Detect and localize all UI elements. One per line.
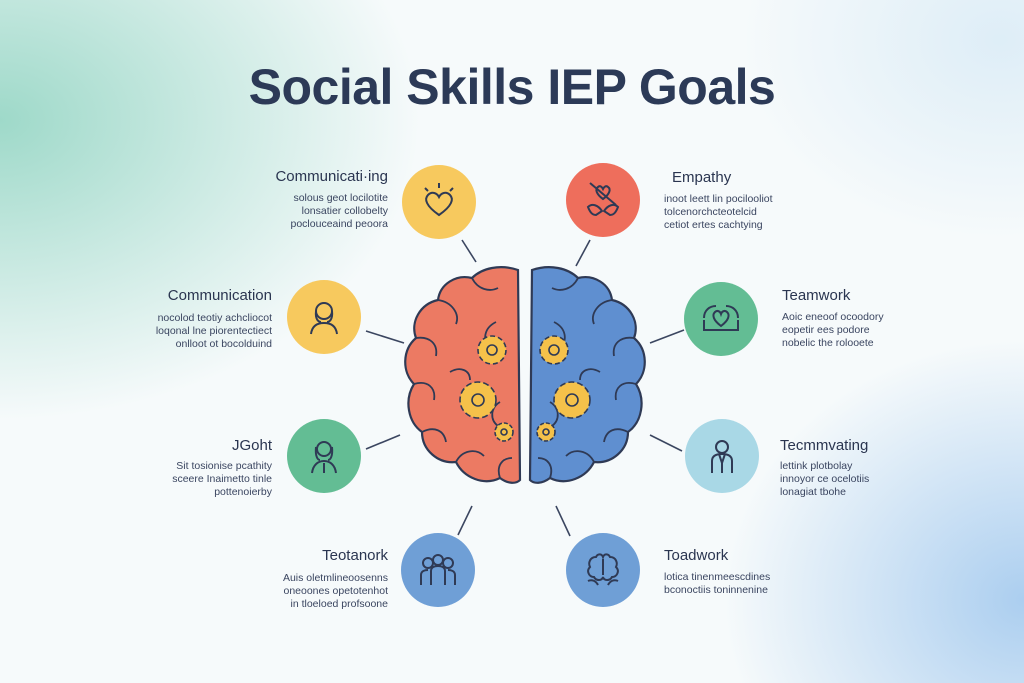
gear-5 [553,381,591,419]
heart-sun-icon [402,165,476,239]
brain-left-hemisphere [404,266,522,484]
item-label-tecmmvating: Tecmmvating [780,437,869,454]
item-label-communication: Communication [167,287,272,304]
item-label-toadwork: Toadwork [664,547,729,564]
item-label-teamwork: Teamwork [782,287,851,304]
woman-icon [287,419,361,493]
presenter-icon [685,419,759,493]
group-icon [401,533,475,607]
brain-gears [459,335,591,442]
connector-line-7 [649,434,683,452]
connector-line-5 [575,239,591,267]
connector-line-6 [649,329,685,344]
gear-3 [494,422,514,442]
gear-6 [536,422,556,442]
connector-line-1 [461,239,477,263]
gear-2 [459,381,497,419]
brain-diagram [404,266,646,484]
gear-1 [477,335,507,365]
handshake-heart-icon [684,282,758,356]
connector-line-2 [365,330,405,344]
person-icon [287,280,361,354]
brain-hands-icon [566,533,640,607]
gear-4 [539,335,569,365]
page-title: Social Skills IEP Goals [248,59,776,115]
brain-right-hemisphere [528,266,646,484]
connector-line-4 [457,505,473,536]
item-label-teotanork: Teotanork [322,547,388,564]
hands-heart-icon [566,163,640,237]
item-label-empathy: Empathy [672,169,732,186]
item-label-jgoht: JGoht [231,437,272,454]
connector-line-8 [555,505,571,537]
item-label-communicating: Communicati·ing [275,168,388,185]
connector-line-3 [365,434,401,450]
